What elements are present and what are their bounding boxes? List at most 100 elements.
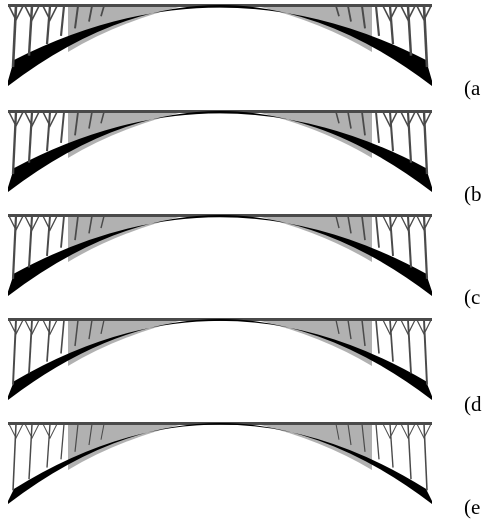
support-strut	[389, 423, 394, 468]
strut-branch	[400, 5, 416, 22]
support-strut	[88, 5, 93, 22]
strut-branch	[382, 319, 398, 336]
strut-branch	[8, 215, 24, 232]
support-strut	[361, 319, 366, 347]
strut-branch	[416, 215, 432, 232]
arch-member	[8, 215, 432, 296]
support-strut	[375, 423, 380, 460]
support-strut	[347, 423, 352, 446]
strut-branch	[8, 319, 24, 336]
panel-label: (a	[464, 76, 481, 100]
strut-branch	[382, 111, 398, 128]
support-strut	[361, 5, 366, 29]
panel-label: (b	[464, 182, 482, 206]
bridge-panel: (b	[0, 110, 489, 210]
support-strut	[45, 111, 52, 152]
support-strut	[27, 5, 34, 56]
support-strut	[422, 215, 429, 279]
panel-label: (e	[464, 495, 481, 519]
support-strut	[27, 111, 34, 163]
support-strut	[46, 319, 51, 362]
arch-member	[8, 319, 432, 400]
strut-branch	[24, 215, 40, 232]
panel-label: (d	[464, 392, 482, 416]
support-strut	[375, 215, 380, 248]
support-strut	[406, 5, 413, 56]
support-strut	[11, 215, 18, 279]
support-strut	[88, 423, 93, 446]
support-strut	[60, 423, 65, 460]
support-strut	[74, 111, 79, 136]
support-strut	[423, 423, 428, 491]
support-strut	[46, 423, 51, 468]
strut-branch	[8, 5, 24, 22]
bridge-panel: (e	[0, 422, 489, 522]
arch-member	[8, 5, 432, 86]
bridge-panel: (d	[0, 318, 489, 418]
support-strut	[375, 319, 380, 354]
support-strut	[60, 111, 65, 143]
support-strut	[361, 215, 366, 241]
support-strut	[74, 423, 79, 452]
support-strut	[335, 423, 340, 440]
strut-branch	[382, 215, 398, 232]
panel-label: (c	[464, 285, 481, 309]
support-strut	[407, 319, 412, 374]
strut-branch	[42, 215, 58, 232]
infill-region	[68, 216, 372, 262]
support-strut	[100, 215, 105, 229]
support-strut	[27, 215, 34, 268]
support-strut	[60, 215, 65, 248]
support-strut	[347, 111, 352, 129]
strut-branch	[400, 423, 416, 440]
infill-region	[68, 424, 372, 470]
support-strut	[407, 423, 412, 480]
support-strut	[361, 111, 366, 136]
strut-branch	[24, 111, 40, 128]
strut-branch	[416, 423, 432, 440]
support-strut	[100, 5, 105, 17]
bridge-topology-diagram	[8, 318, 432, 400]
strut-branch	[8, 111, 24, 128]
support-strut	[335, 319, 340, 335]
strut-branch	[42, 423, 58, 440]
strut-branch	[416, 319, 432, 336]
support-strut	[46, 215, 51, 256]
support-strut	[347, 5, 352, 22]
strut-branch	[400, 215, 416, 232]
strut-branch	[24, 5, 40, 22]
support-strut	[347, 319, 352, 340]
support-strut	[12, 319, 17, 385]
arch-member	[8, 423, 432, 504]
strut-branch	[24, 423, 40, 440]
support-strut	[28, 319, 33, 374]
support-strut	[375, 111, 380, 143]
support-strut	[28, 423, 33, 480]
support-strut	[88, 215, 93, 234]
support-strut	[100, 319, 105, 335]
support-strut	[100, 423, 105, 440]
strut-branch	[416, 5, 432, 22]
support-strut	[11, 5, 18, 68]
bridge-topology-diagram	[8, 214, 432, 296]
support-strut	[423, 319, 428, 385]
support-strut	[406, 111, 413, 163]
support-strut	[74, 215, 79, 241]
infill-region	[68, 320, 372, 366]
support-strut	[74, 319, 79, 347]
strut-branch	[42, 111, 58, 128]
bridge-panel: (a	[0, 4, 489, 104]
support-strut	[59, 5, 66, 36]
support-strut	[422, 5, 429, 68]
strut-branch	[416, 111, 432, 128]
support-strut	[45, 5, 52, 45]
support-strut	[88, 319, 93, 340]
infill-region	[68, 112, 372, 158]
support-strut	[389, 215, 394, 256]
support-strut	[347, 215, 352, 234]
infill-region	[68, 6, 372, 52]
support-strut	[60, 319, 65, 354]
support-strut	[88, 111, 93, 129]
bridge-topology-diagram	[8, 422, 432, 504]
